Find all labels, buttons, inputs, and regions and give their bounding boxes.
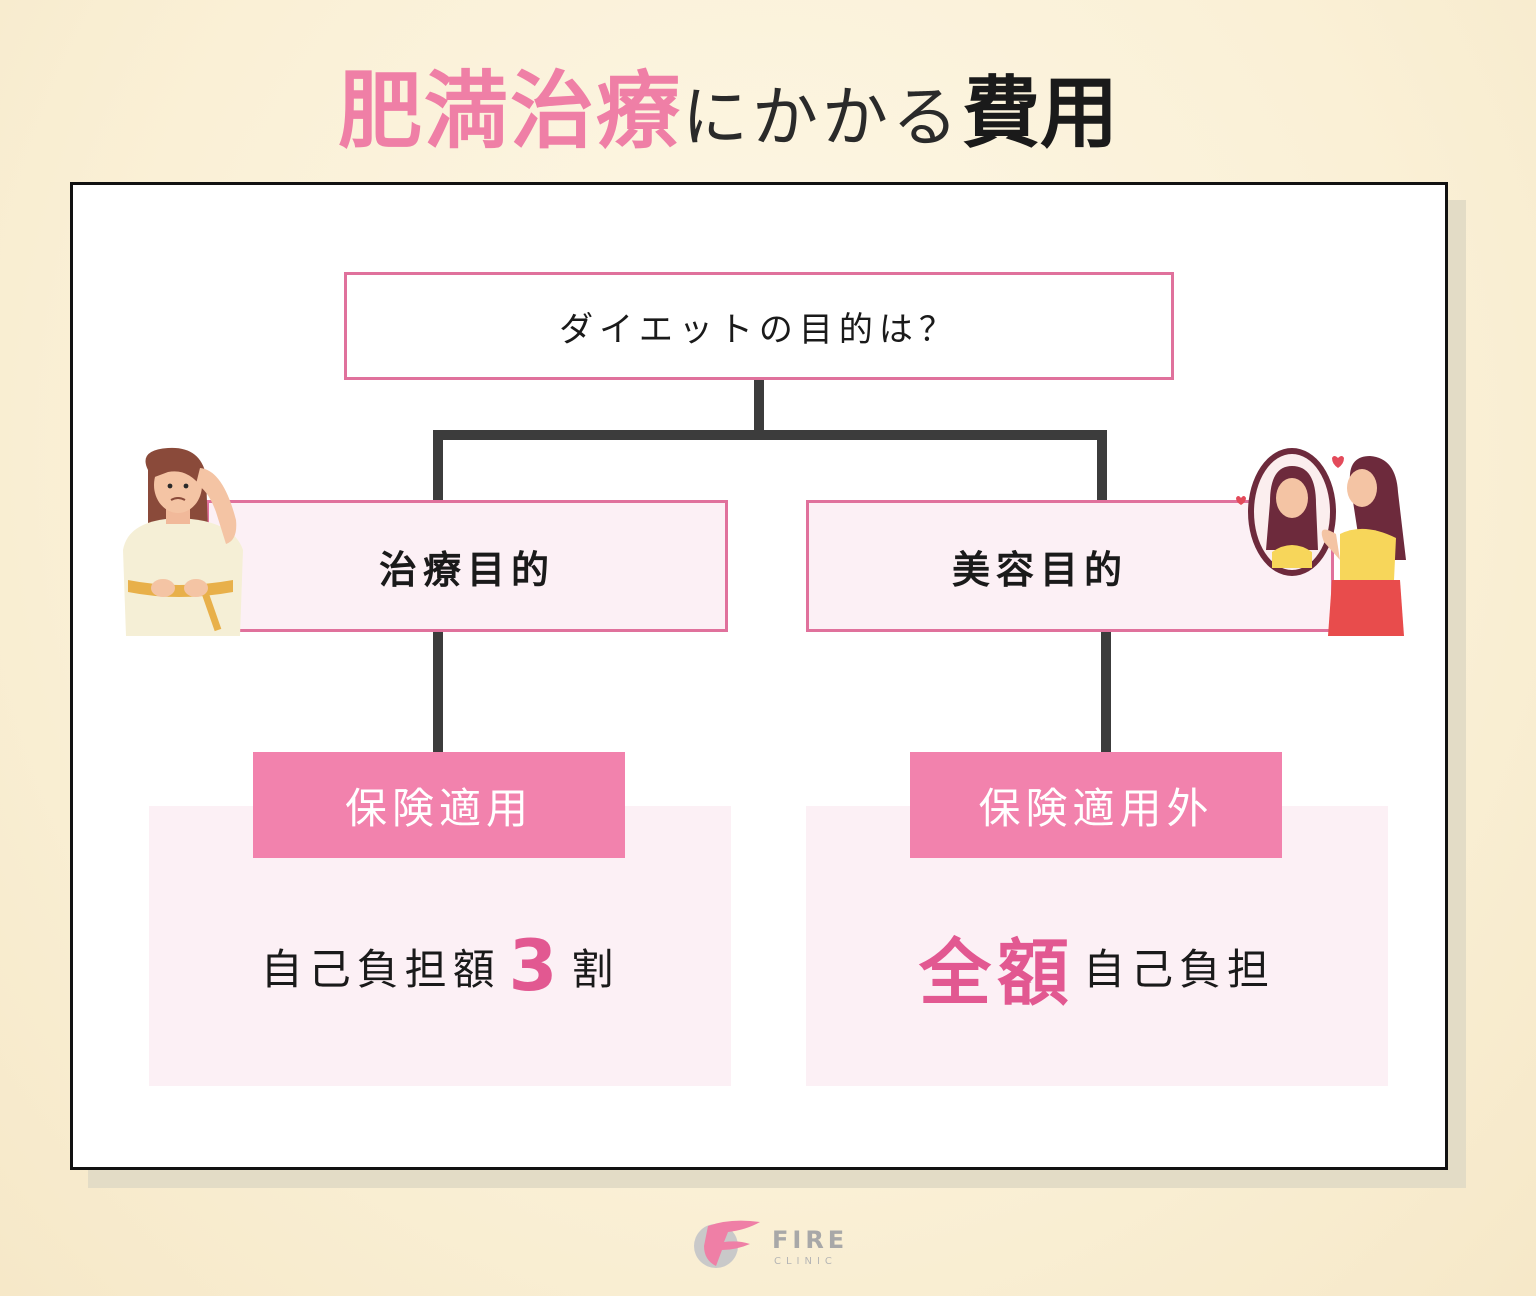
logo-sub: CLINIC	[774, 1256, 837, 1267]
insurance-tag-covered: 保険適用	[253, 752, 625, 858]
connector-horizontal	[433, 430, 1107, 440]
connector-left-lower	[433, 632, 443, 752]
woman-measuring-waist-illustration	[123, 447, 243, 636]
question-text: ダイエットの目的は？	[559, 309, 959, 350]
result-emphasis-treatment: 3	[508, 925, 564, 1007]
result-text-beauty: 全額自己負担	[806, 916, 1388, 1016]
title-middle: にかかる	[682, 79, 962, 156]
category-label-treatment: 治療目的	[378, 547, 555, 592]
page-title: 肥満治療にかかる費用	[0, 44, 1456, 165]
woman-with-mirror-illustration	[1236, 448, 1406, 636]
category-label-beauty: 美容目的	[951, 547, 1128, 592]
result-prefix-treatment: 自己負担額	[260, 944, 501, 994]
logo-name: FIRE	[772, 1226, 849, 1254]
connector-right-lower	[1101, 632, 1111, 752]
insurance-label-covered: 保険適用	[344, 783, 533, 833]
category-box-treatment: 治療目的	[206, 500, 728, 632]
fire-clinic-logo-mark	[694, 1220, 760, 1268]
connector-right-down	[1097, 430, 1107, 502]
result-suffix-treatment: 割	[571, 944, 620, 994]
title-end: 費用	[962, 68, 1119, 159]
connector-root-vertical	[754, 380, 764, 436]
connector-left-down	[433, 430, 443, 502]
question-box: ダイエットの目的は？	[344, 272, 1174, 380]
title-highlight: 肥満治療	[337, 61, 682, 160]
result-suffix-beauty: 自己負担	[1083, 944, 1276, 994]
insurance-label-not-covered: 保険適用外	[978, 783, 1214, 833]
category-box-beauty: 美容目的	[806, 500, 1334, 632]
result-emphasis-beauty: 全額	[918, 930, 1075, 1015]
insurance-tag-not-covered: 保険適用外	[910, 752, 1282, 858]
